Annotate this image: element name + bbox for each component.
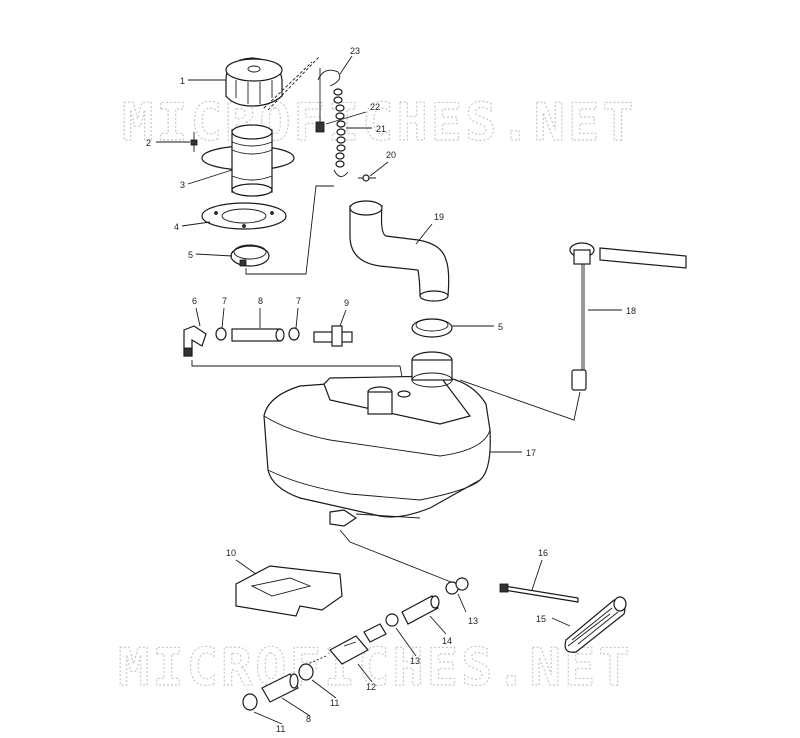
cable-tie (499, 583, 579, 603)
inline-fuel-filter-12 (329, 623, 387, 665)
callout-2: 2 (146, 138, 151, 148)
callout-5a: 5 (188, 250, 193, 260)
watermark-top: MICROFICHES.NET (122, 93, 637, 153)
clamp-7-left (215, 327, 227, 341)
callout-21: 21 (376, 124, 386, 134)
callout-17: 17 (526, 448, 536, 458)
callout-7b: 7 (296, 296, 301, 306)
callout-20: 20 (386, 150, 396, 160)
clamp-13-lower (385, 613, 399, 627)
callout-13b: 13 (410, 656, 420, 666)
callout-7a: 7 (222, 296, 227, 306)
callout-23: 23 (350, 46, 360, 56)
callout-14: 14 (442, 636, 452, 646)
filter-sock (564, 596, 627, 653)
fuel-cap (225, 57, 283, 107)
fuel-line-8-lower (261, 673, 299, 703)
inline-fitting-9 (313, 325, 353, 347)
fuel-elbow-fitting (183, 325, 207, 357)
callout-1: 1 (180, 76, 185, 86)
callout-11b: 11 (276, 724, 285, 734)
fuel-gauge-sender (569, 242, 687, 391)
fuel-line-14 (401, 595, 440, 625)
retainer-pin (358, 174, 376, 182)
clamp-11-right (298, 663, 314, 681)
callout-19: 19 (434, 212, 444, 222)
leader-lines-tank (339, 379, 581, 585)
callout-8b: 8 (306, 714, 311, 724)
callout-leaders (156, 55, 622, 725)
hose-clamp-lower (411, 318, 453, 338)
gasket (201, 202, 287, 230)
tether-chain (315, 68, 349, 177)
callout-15: 15 (536, 614, 546, 624)
callout-22: 22 (370, 102, 380, 112)
leader-filter-line (307, 655, 327, 665)
clamp-13-upper (445, 577, 469, 595)
clamp-11-left (242, 693, 258, 711)
callout-13a: 13 (468, 616, 478, 626)
callout-3: 3 (180, 180, 185, 190)
callout-12: 12 (366, 682, 376, 692)
fuel-line-8-upper (231, 328, 285, 342)
tank-bracket (235, 565, 343, 617)
leader-lines-top (245, 55, 334, 275)
callout-10: 10 (226, 548, 236, 558)
watermark-bottom: MICROFICHES.NET (118, 638, 633, 698)
screw (190, 132, 198, 152)
callout-5b: 5 (498, 322, 503, 332)
callout-6: 6 (192, 296, 197, 306)
clamp-7-right (288, 327, 300, 341)
callout-labels: 1 2 3 4 5 5 6 7 7 8 8 9 10 11 11 12 13 1… (146, 46, 636, 734)
callout-16: 16 (538, 548, 548, 558)
callout-18: 18 (626, 306, 636, 316)
callout-11a: 11 (330, 698, 339, 708)
callout-4: 4 (174, 222, 179, 232)
filler-neck (201, 124, 295, 197)
filler-hose (349, 200, 450, 302)
callout-9: 9 (344, 298, 349, 308)
callout-8a: 8 (258, 296, 263, 306)
hose-clamp-upper (230, 244, 270, 267)
fuel-tank (263, 351, 491, 527)
